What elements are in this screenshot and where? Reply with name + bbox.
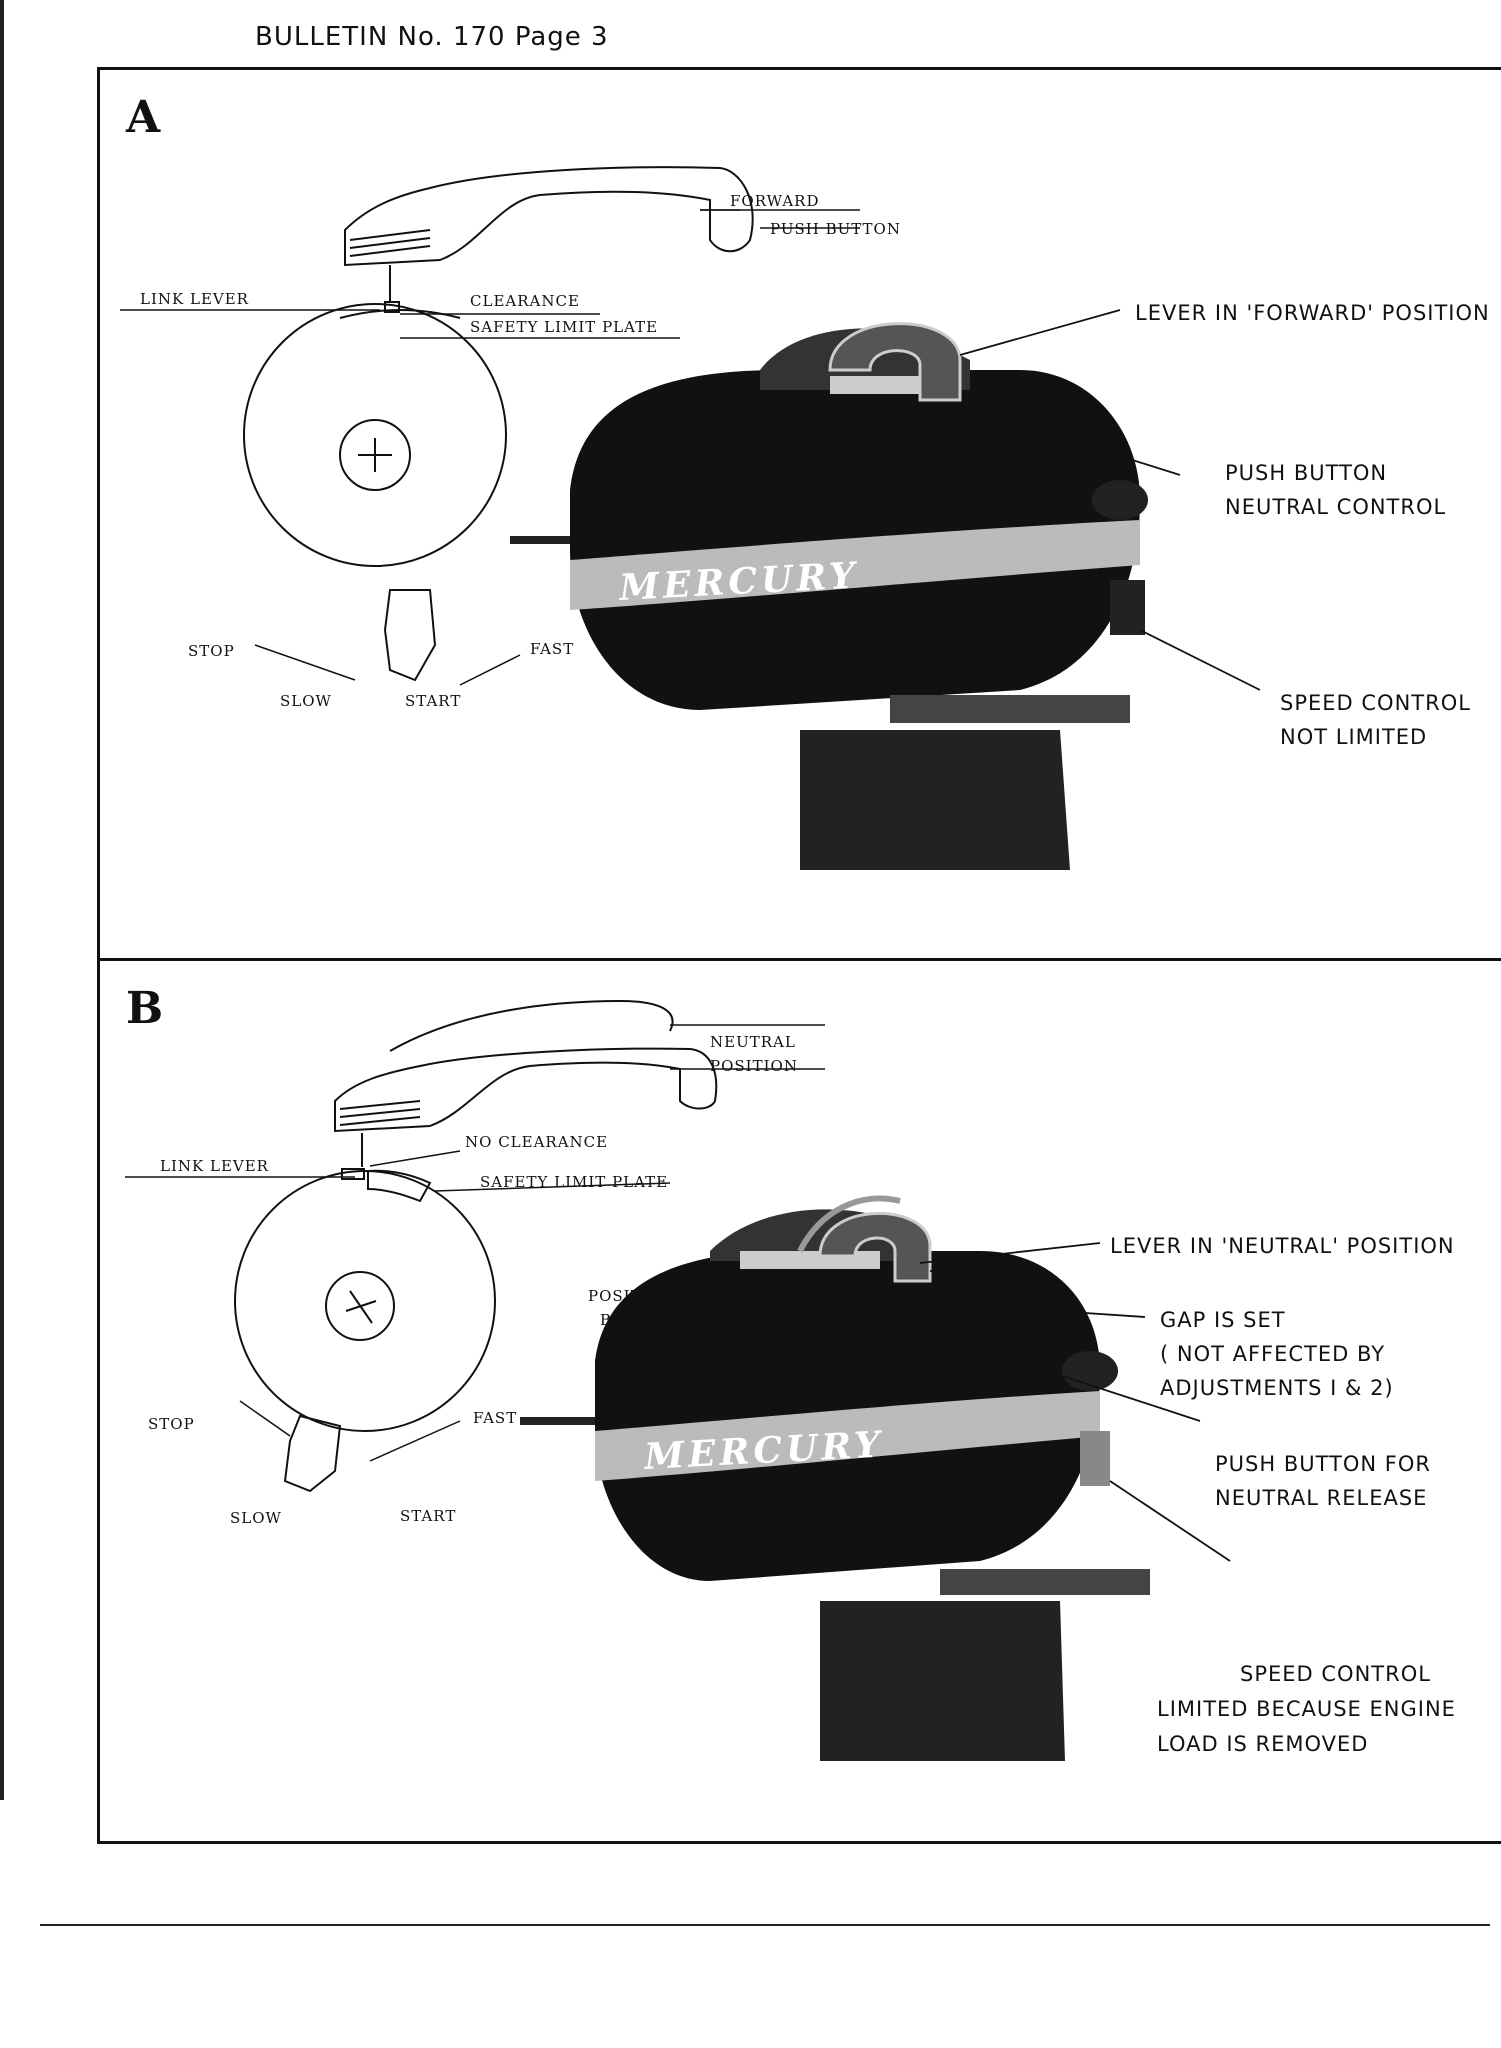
page-header: BULLETIN No. 170 Page 3: [255, 22, 609, 52]
label-safety-limit-plate: SAFETY LIMIT PLATE: [480, 1173, 668, 1191]
label-stop: STOP: [188, 642, 235, 660]
page-edge-mark: [0, 0, 4, 1800]
diagram-leader-lines: [125, 1024, 825, 1462]
label-slow: SLOW: [230, 1509, 282, 1527]
throttle-dial-illustration: [243, 303, 507, 682]
label-slow: SLOW: [280, 692, 332, 710]
outboard-motor-photo: MERCURY: [520, 1195, 1150, 1761]
panel-letter: A: [126, 92, 161, 143]
label-gap-2: ( NOT AFFECTED BY: [1160, 1342, 1385, 1366]
label-stop: STOP: [148, 1415, 195, 1433]
label-push-2: NEUTRAL RELEASE: [1215, 1486, 1427, 1510]
throttle-dial-illustration: [234, 1169, 496, 1493]
label-speed-1: SPEED CONTROL: [1240, 1662, 1431, 1686]
panel-b: B NEUTRAL POSITION: [97, 958, 1501, 1844]
label-start: START: [400, 1507, 456, 1525]
photo-leader-lines: [959, 309, 1261, 691]
label-neutral-2: POSITION: [710, 1057, 798, 1075]
label-speed-2: LIMITED BECAUSE ENGINE: [1157, 1697, 1456, 1721]
label-lever-neutral: LEVER IN 'NEUTRAL' POSITION: [1110, 1234, 1455, 1258]
label-speed-1: SPEED CONTROL: [1280, 691, 1471, 715]
outboard-motor-photo: MERCURY: [510, 322, 1148, 870]
label-push-1: PUSH BUTTON FOR: [1215, 1452, 1431, 1476]
label-start: START: [405, 692, 461, 710]
label-clearance: CLEARANCE: [470, 292, 580, 310]
label-speed-2: NOT LIMITED: [1280, 725, 1427, 749]
label-speed-3: LOAD IS REMOVED: [1157, 1732, 1368, 1756]
label-neutral-1: NEUTRAL: [710, 1033, 796, 1051]
label-gap-1: GAP IS SET: [1160, 1308, 1286, 1332]
label-push-button-1: PUSH BUTTON: [1225, 461, 1387, 485]
label-safety-limit-plate: SAFETY LIMIT PLATE: [470, 318, 658, 336]
label-no-clearance: NO CLEARANCE: [465, 1133, 608, 1151]
panel-b-drawing: NEUTRAL POSITION NO CLEARANCE LINK LEVER…: [125, 999, 1456, 1761]
label-fast: FAST: [473, 1409, 517, 1427]
panel-a-drawing: FORWARD PUSH BUTTON LINK LEVER CLEARANCE…: [120, 166, 1490, 870]
label-push-button: PUSH BUTTON: [770, 220, 901, 238]
throttle-lever-illustration: [334, 999, 718, 1180]
label-link-lever: LINK LEVER: [140, 290, 249, 308]
panel-a: A FORWAR: [97, 67, 1501, 960]
photo-leader-lines: [919, 1242, 1231, 1562]
panel-letter: B: [126, 983, 164, 1034]
label-push-button-2: NEUTRAL CONTROL: [1225, 495, 1446, 519]
label-gap-3: ADJUSTMENTS I & 2): [1160, 1376, 1394, 1400]
label-fast: FAST: [530, 640, 574, 658]
label-forward: FORWARD: [730, 192, 820, 210]
label-lever-forward: LEVER IN 'FORWARD' POSITION: [1135, 301, 1490, 325]
label-link-lever: LINK LEVER: [160, 1157, 269, 1175]
throttle-lever-illustration: [344, 166, 754, 313]
diagram-leader-lines: [120, 209, 860, 686]
bottom-rule: [40, 1924, 1490, 1926]
